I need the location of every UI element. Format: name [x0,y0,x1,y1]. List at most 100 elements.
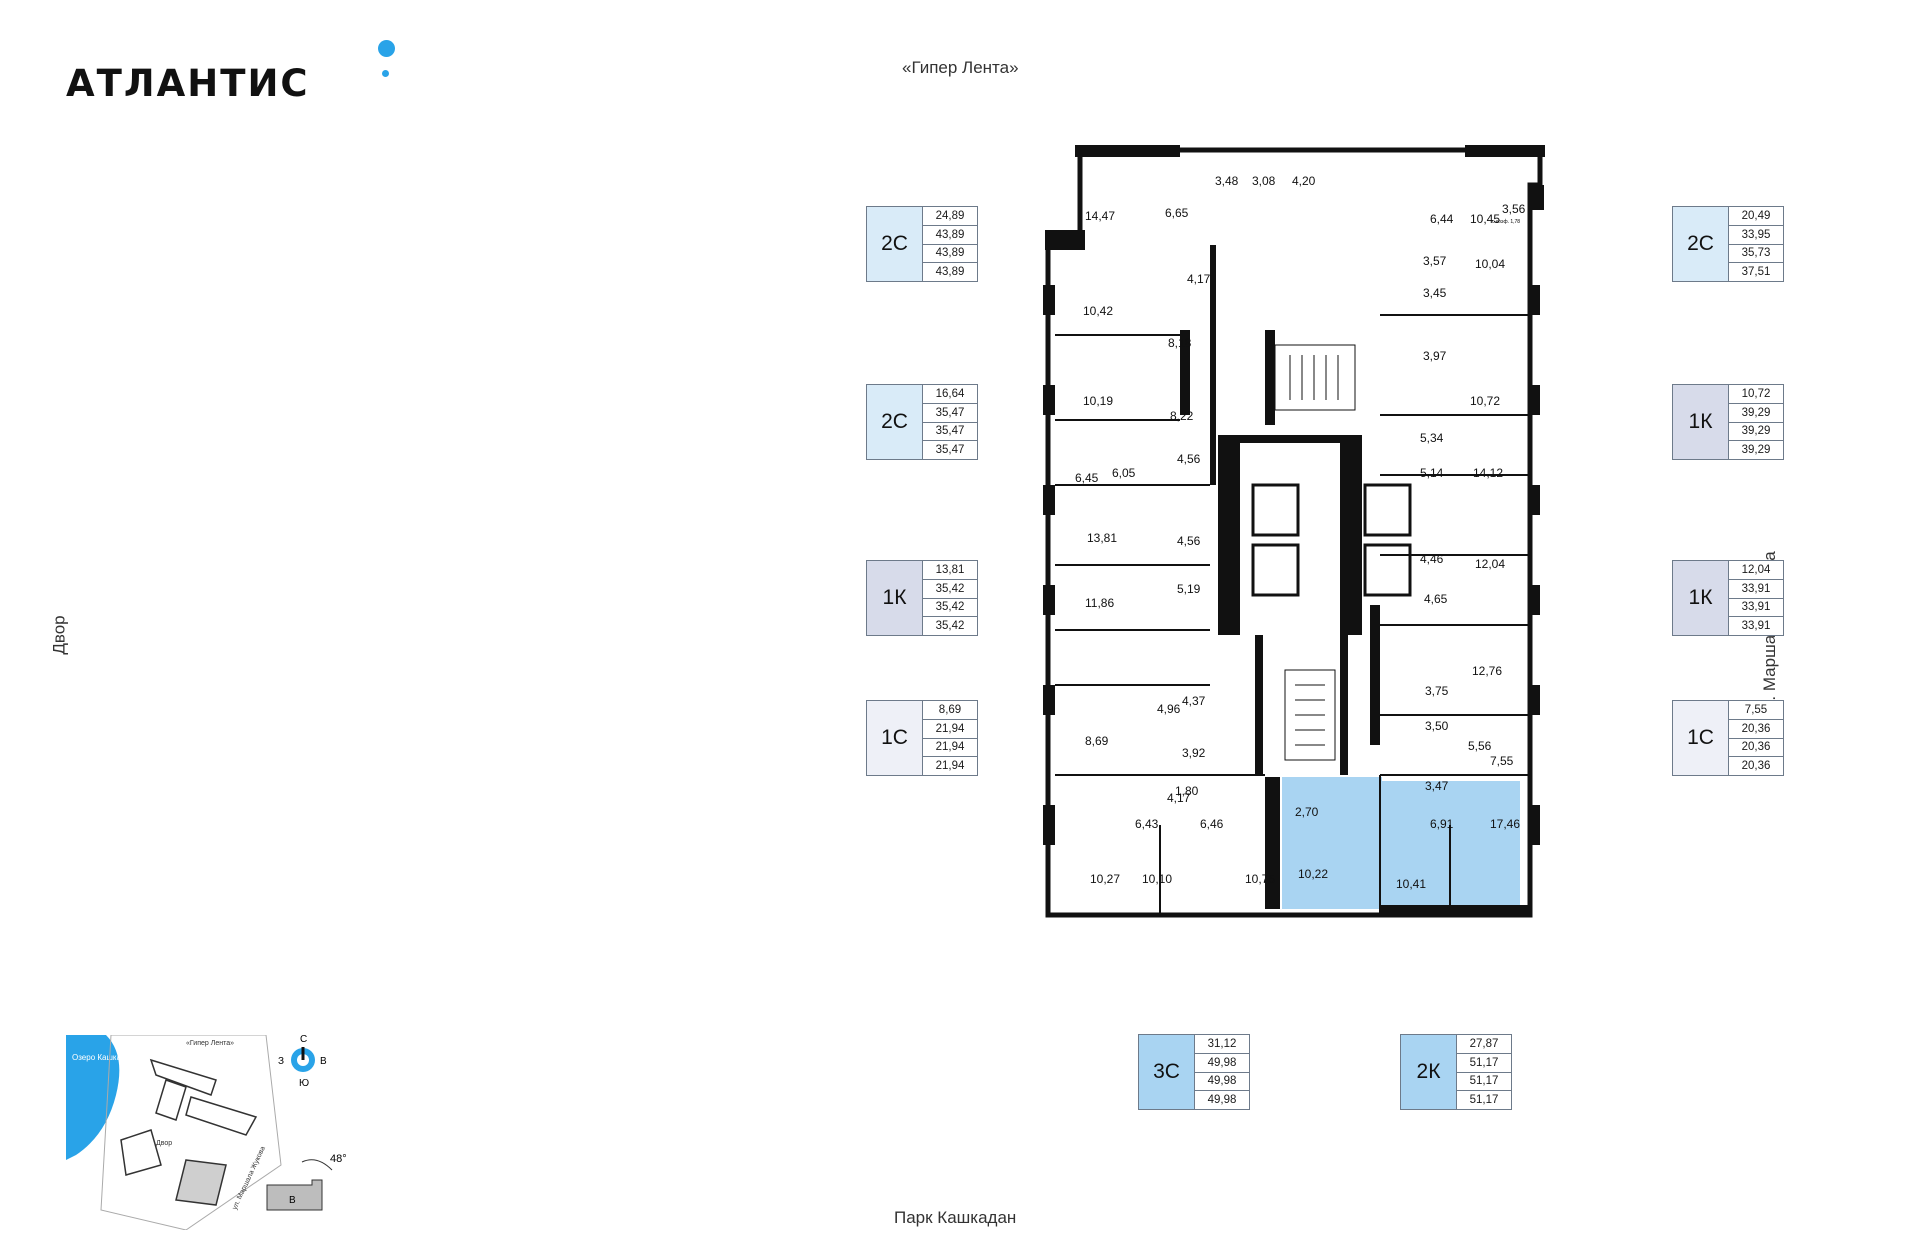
apartment-area-value: 39,29 [1741,444,1771,457]
apartment-area-value: 21,94 [923,720,977,739]
apartment-area-value: 51,17 [1469,1094,1499,1107]
apartment-area-value: 8,69 [923,701,977,720]
apartment-type-code: 2С [867,385,923,459]
apartment-area-value: 35,73 [1729,245,1783,264]
room-area-label: 6,43 [1135,817,1159,831]
minimap-mall-label: «Гипер Лента» [186,1040,234,1047]
room-area-label: 4,96 [1157,702,1181,716]
street-label-top: «Гипер Лента» [902,58,1019,77]
compass-north: С [300,1034,307,1045]
apartment-type-code: 1К [1673,561,1729,635]
apartment-area-value: 20,36 [1741,760,1771,773]
room-area-label: 5,56 [1468,739,1492,753]
room-area-label: 3,57 [1423,254,1447,268]
apartment-area-value: 27,87 [1457,1035,1511,1054]
room-area-label: 4,37 [1182,694,1206,708]
apartment-area-value: 39,29 [1729,404,1783,423]
room-area-label: 3,48 [1215,174,1239,188]
room-area-label: 3,92 [1182,746,1206,760]
apartment-area-value: 24,89 [923,207,977,226]
room-area-label: 3,75 [1425,684,1449,698]
apartment-area-value: 35,47 [923,404,977,423]
room-area-label: 8,22 [1170,409,1194,423]
apartment-area-value: 39,29 [1729,423,1783,442]
minimap-lake-label: Озеро Кашкадан [72,1053,135,1062]
section-label: В [289,1195,296,1206]
apartment-area-value: 20,36 [1729,739,1783,758]
apartment-area-value: 35,47 [935,444,965,457]
room-area-label: 10,10 [1142,872,1172,886]
apartment-area-value: 43,89 [923,245,977,264]
room-area-label: 10,19 [1083,394,1113,408]
apartment-area-value: 33,95 [1729,226,1783,245]
apartment-type-code: 2С [867,207,923,281]
apartment-type-code: 2С [1673,207,1729,281]
room-area-label: 3,97 [1423,349,1447,363]
highlight-apartment-3c [1282,777,1382,909]
angle-label: 48° [330,1153,347,1165]
apartment-area-value: 10,72 [1729,385,1783,404]
apartment-area-value: 51,17 [1457,1073,1511,1092]
apartment-type-code: 1К [1673,385,1729,459]
apartment-type-code: 1С [1673,701,1729,775]
room-area-label: 3,50 [1425,719,1449,733]
room-area-label: 14,12 [1473,466,1503,480]
apartment-area-value: 33,91 [1729,580,1783,599]
room-area-label: 17,46 [1490,817,1520,831]
section-shape [266,1179,323,1211]
apartment-area-value: 35,42 [935,620,965,633]
room-area-label: 4,65 [1424,592,1448,606]
site-outline [100,1035,282,1230]
room-area-label: 10,22 [1298,867,1328,881]
room-area-label: 10,75 [1245,872,1275,886]
apartment-area-value: 21,94 [923,739,977,758]
orientation-indicator: 48° В [266,1153,347,1211]
room-area-label: 14,47 [1085,209,1115,223]
room-area-label: 4,46 [1420,552,1444,566]
apartment-area-value: 7,55 [1729,701,1783,720]
apartment-area-value: 35,47 [923,423,977,442]
site-minimap: Озеро Кашкадан «Гипер Лента» Двор ул. Ма… [66,1035,282,1230]
apartment-area-value: 33,91 [1741,620,1771,633]
apartment-area-value: 35,42 [923,599,977,618]
apartment-type-code: 1К [867,561,923,635]
room-area-label: 12,04 [1475,557,1505,571]
compass-west: З [278,1056,284,1067]
room-area-label: 10,45 [1470,212,1500,226]
room-area-label: 6,45 [1075,471,1099,485]
room-area-label: 10,41 [1396,877,1426,891]
apartment-type-code: 2К [1401,1035,1457,1109]
apartment-area-value: 43,89 [923,226,977,245]
room-area-label: 4,56 [1177,534,1201,548]
room-area-label: 11,86 [1085,596,1114,610]
apartment-area-value: 31,12 [1195,1035,1249,1054]
stairwell-top [1274,344,1356,411]
room-area-label: 4,56 [1177,452,1201,466]
compass-south: Ю [299,1078,309,1089]
apartment-type-code: 1С [867,701,923,775]
room-area-label: 6,05 [1112,466,1136,480]
room-area-label: 13,81 [1087,531,1117,545]
minimap-yard-label: Двор [156,1140,172,1147]
minimap-buildings [120,1058,258,1206]
apartment-area-value: 43,89 [935,266,965,279]
room-area-label: 6,44 [1430,212,1454,226]
apartment-area-value: 16,64 [923,385,977,404]
room-area-label: 3,08 [1252,174,1276,188]
room-area-label: 12,76 [1472,664,1502,678]
balcony-coefficient-note: с коэф. 1,78 [1492,219,1520,225]
street-label-left: Двор [49,615,69,655]
plan-wall-blocks [1043,145,1545,915]
compass-east: В [320,1056,327,1067]
street-label-bottom: Парк Кашкадан [894,1208,1017,1227]
